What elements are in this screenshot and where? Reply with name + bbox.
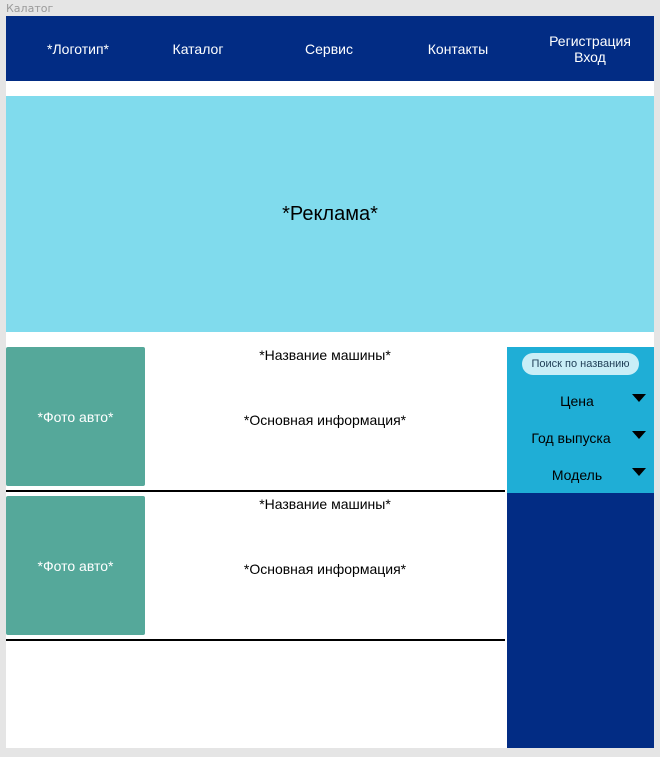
car-info: *Основная информация* bbox=[243, 561, 407, 577]
dropdown-arrow-icon[interactable] bbox=[632, 431, 646, 439]
ad-label: *Реклама* bbox=[282, 202, 378, 225]
nav-contacts-link[interactable]: Контакты bbox=[427, 40, 489, 57]
dropdown-arrow-icon[interactable] bbox=[632, 394, 646, 402]
catalog-page: *Логотип* Каталог Сервис Контакты Регист… bbox=[6, 16, 654, 748]
car-photo-label: *Фото авто* bbox=[37, 408, 114, 425]
auth-links: Регистрация Вход bbox=[538, 16, 642, 81]
year-filter-label: Год выпуска bbox=[531, 430, 611, 446]
car-photo-label: *Фото авто* bbox=[37, 557, 114, 574]
car-name[interactable]: *Название машины* bbox=[259, 496, 391, 512]
year-filter-dropdown[interactable]: Год выпуска bbox=[507, 426, 654, 450]
nav-service-link[interactable]: Сервис bbox=[305, 40, 353, 57]
logo[interactable]: *Логотип* bbox=[47, 40, 109, 57]
frame-title: Калатог bbox=[6, 2, 54, 15]
filter-panel: Цена Год выпуска Модель bbox=[507, 347, 654, 493]
price-filter-dropdown[interactable]: Цена bbox=[507, 389, 654, 413]
model-filter-label: Модель bbox=[551, 467, 603, 483]
car-photo[interactable]: *Фото авто* bbox=[6, 496, 145, 635]
car-name[interactable]: *Название машины* bbox=[259, 347, 391, 363]
sidebar: Цена Год выпуска Модель bbox=[507, 347, 654, 748]
dropdown-arrow-icon[interactable] bbox=[632, 468, 646, 476]
header: *Логотип* Каталог Сервис Контакты Регист… bbox=[6, 16, 654, 81]
nav-catalog-link[interactable]: Каталог bbox=[172, 40, 224, 57]
register-link[interactable]: Регистрация bbox=[549, 32, 631, 49]
car-listing[interactable]: *Фото авто* *Название машины* *Основная … bbox=[6, 347, 505, 492]
car-photo[interactable]: *Фото авто* bbox=[6, 347, 145, 486]
ad-banner[interactable]: *Реклама* bbox=[6, 96, 654, 332]
car-listing[interactable]: *Фото авто* *Название машины* *Основная … bbox=[6, 496, 505, 641]
model-filter-dropdown[interactable]: Модель bbox=[507, 463, 654, 487]
price-filter-label: Цена bbox=[560, 393, 594, 409]
search-input[interactable] bbox=[522, 353, 639, 375]
car-info: *Основная информация* bbox=[243, 412, 407, 428]
login-link[interactable]: Вход bbox=[574, 48, 606, 65]
